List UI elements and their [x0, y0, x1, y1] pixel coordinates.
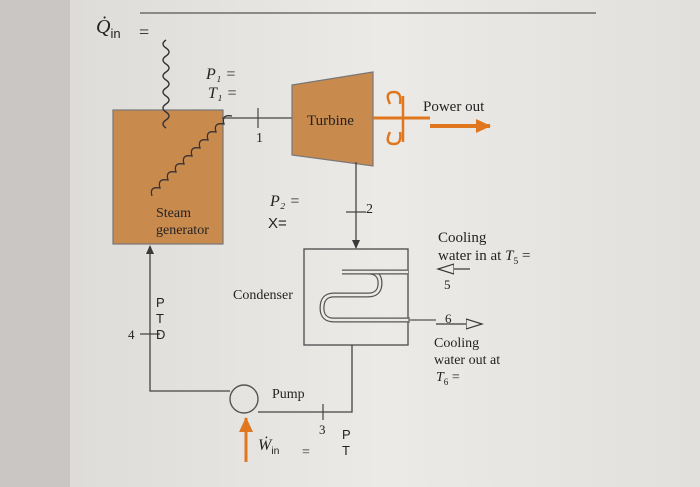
cooling-out-marker: 6 [445, 311, 452, 326]
turbine-body [291, 71, 374, 167]
state2-pressure: P₂ = [270, 193, 301, 210]
state3-temperature: T [342, 443, 350, 458]
heat-input-wave [162, 39, 170, 129]
pipe-to-pump [258, 345, 353, 413]
state3-marker: 3 [319, 422, 326, 437]
state2-marker: 2 [366, 202, 373, 217]
work-in-label: Ẇin [258, 438, 279, 458]
heat-in-symbol: Q̇ [96, 16, 111, 38]
heat-in-equals: = [139, 22, 150, 42]
state1-temperature: T₁ = [208, 85, 238, 102]
cooling-in-marker: 5 [444, 277, 451, 292]
condenser-coil-inner [320, 270, 410, 322]
state4-marker: 4 [128, 327, 135, 342]
work-in-equals: = [302, 445, 310, 460]
condenser-box [303, 248, 409, 346]
state4-temperature: T [156, 311, 164, 326]
state3-pressure: P [342, 427, 351, 442]
cooling-in-line1: Cooling [438, 230, 487, 246]
heat-in-label: Q̇in [96, 17, 121, 40]
state1-marker: 1 [256, 131, 263, 146]
cooling-out-line2: water out at [434, 353, 501, 368]
state4-d-label: D [156, 327, 166, 342]
power-out-label: Power out [423, 99, 485, 115]
work-in-subscript: in [271, 446, 280, 458]
state4-pressure: P [156, 295, 165, 310]
pump-label: Pump [272, 387, 305, 402]
coupling-shape [386, 90, 402, 146]
pipe-to-steam-generator [146, 245, 230, 392]
work-in-symbol: Ẇ [258, 437, 272, 454]
heat-in-subscript: in [110, 26, 121, 41]
condenser-label: Condenser [233, 288, 293, 303]
steam-coil [150, 115, 233, 197]
state2-quality: X= [268, 215, 287, 232]
state1-pressure: P₁ = [206, 66, 237, 83]
turbine-label: Turbine [307, 113, 354, 129]
pump-circle [229, 384, 259, 414]
cooling-out-line1: Cooling [434, 336, 480, 351]
steam-generator-label-2: generator [156, 223, 209, 238]
cooling-out-temp: T6 = [436, 370, 460, 387]
cooling-in-line2: water in at T5 = [438, 248, 531, 267]
steam-generator-label-1: Steam [156, 206, 191, 221]
